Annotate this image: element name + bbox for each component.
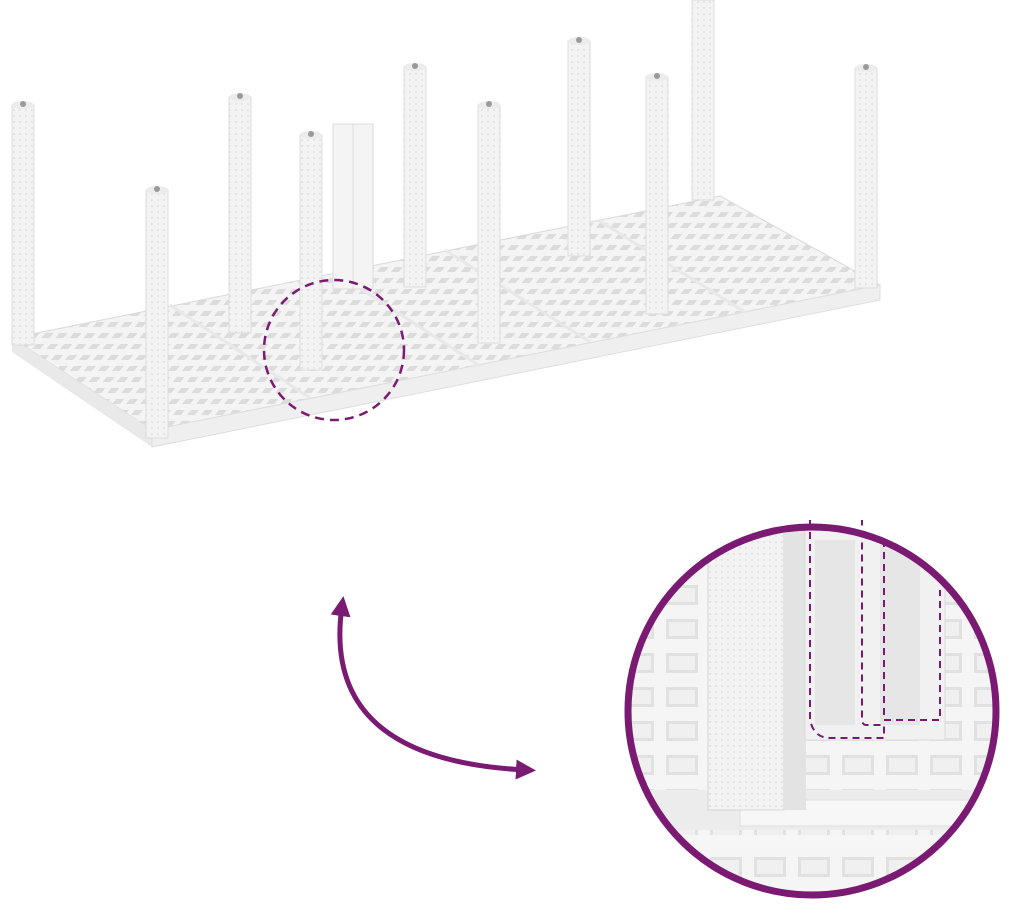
curved-double-arrow-icon [330,596,536,780]
post [299,131,323,371]
post [145,186,169,439]
post-connector [332,123,374,290]
magnifier-circle-icon [624,520,1000,899]
post [11,101,35,346]
post [477,101,501,344]
post [567,37,591,257]
post [691,0,715,201]
grid-base [10,195,882,448]
post [854,64,878,289]
post [645,73,669,315]
posts [11,0,878,439]
post [228,93,252,334]
detail-callout-circle-icon [262,278,406,422]
post [403,63,427,288]
